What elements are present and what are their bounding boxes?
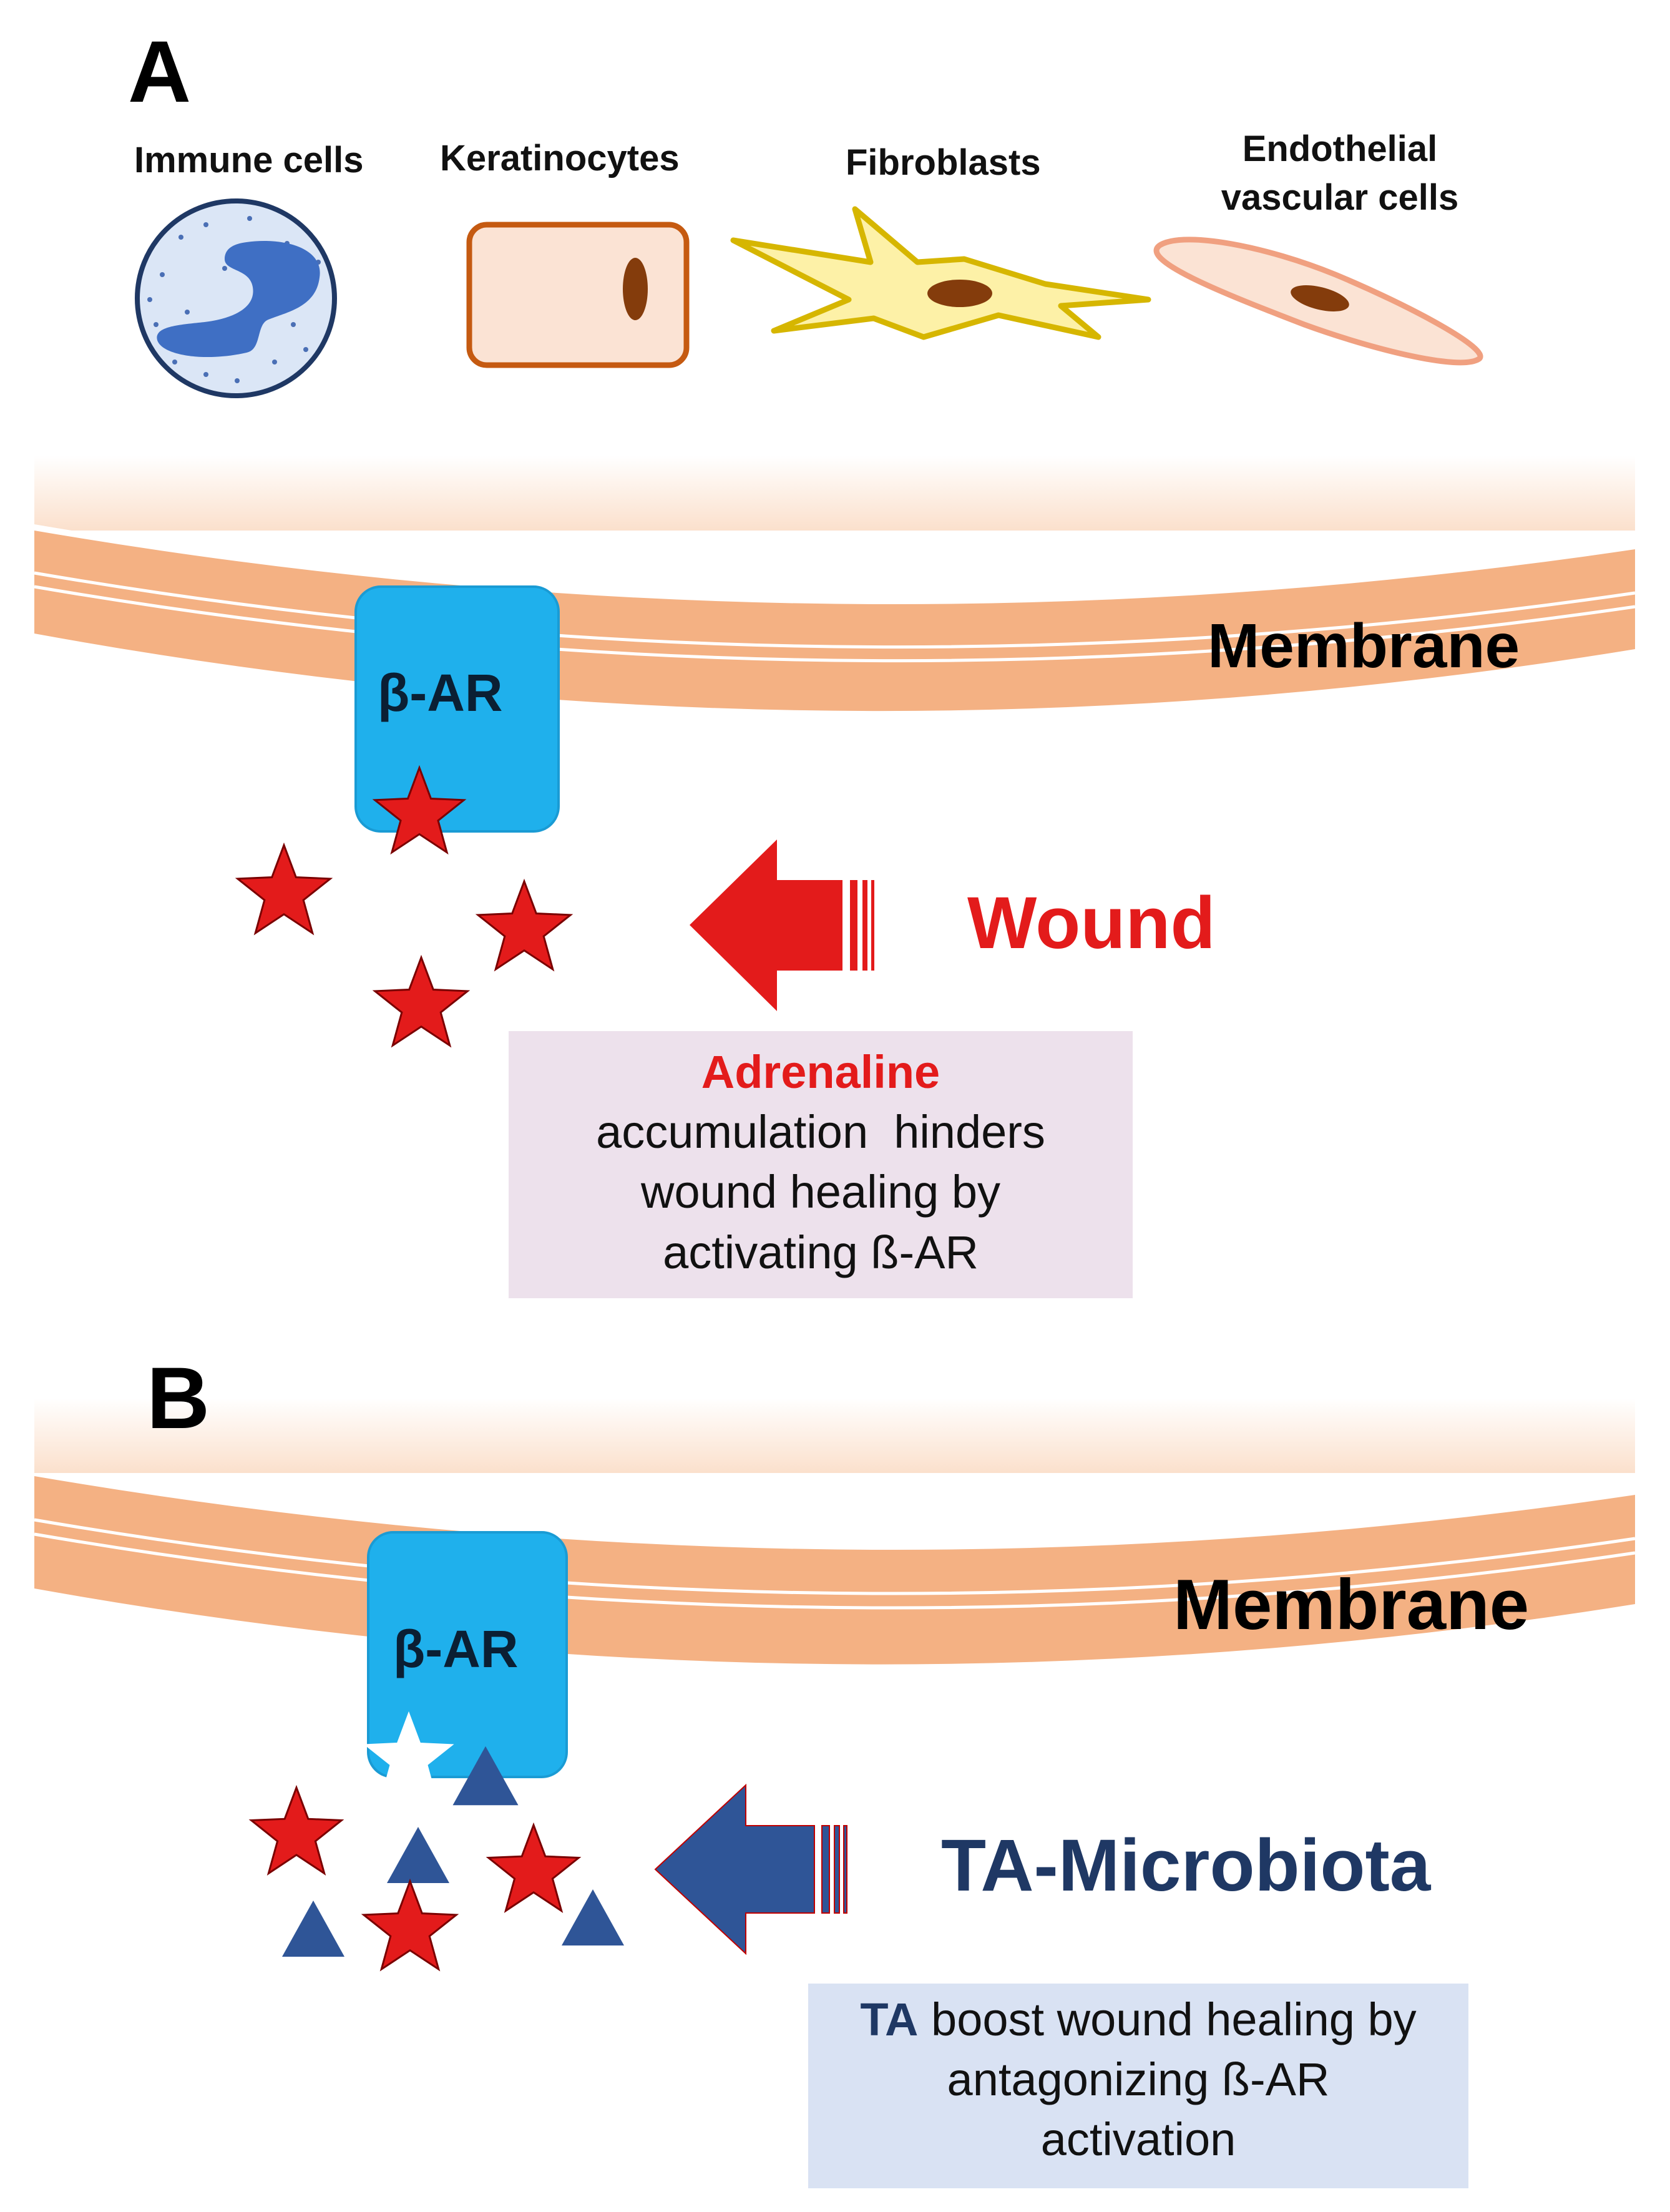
fibroblast-icon: [730, 206, 1151, 340]
explanation-b-line1-rest: boost wound healing by: [918, 1994, 1417, 2045]
beta-ar-receptor-a: [354, 585, 560, 833]
explanation-text-a: Adrenaline accumulation hinders wound he…: [509, 1042, 1133, 1283]
panel-label-b: B: [147, 1349, 210, 1447]
fibroblasts-label: Fibroblasts: [846, 142, 1041, 183]
explanation-a-line2: wound healing by: [641, 1166, 1000, 1218]
adrenaline-star-bound: [372, 765, 467, 855]
explanation-b-line3: activation: [1040, 2113, 1236, 2166]
endothelial-label-line2: vascular cells: [1221, 177, 1459, 218]
explanation-a-line3: activating ß-AR: [663, 1226, 979, 1278]
membrane-label-a: Membrane: [1208, 611, 1520, 681]
explanation-text-b: TA boost wound healing by antagonizing ß…: [808, 1990, 1468, 2170]
keratinocytes-label: Keratinocytes: [440, 138, 680, 179]
adrenaline-star: [486, 1822, 582, 1913]
ta-triangle-bound: [452, 1746, 519, 1806]
explanation-box-a: [509, 1031, 1133, 1298]
adrenaline-star: [361, 1878, 459, 1972]
ta-microbiota-label: TA-Microbiota: [941, 1824, 1431, 1907]
adrenaline-star: [475, 878, 574, 972]
explanation-box-b: [808, 1984, 1468, 2188]
receptor-label-b: β-AR: [393, 1620, 519, 1678]
ta-highlight: TA: [860, 1994, 919, 2045]
ta-triangle: [562, 1889, 624, 1945]
ta-triangle: [387, 1827, 449, 1883]
adrenaline-star: [235, 842, 333, 936]
endothelial-cell-icon: [1153, 237, 1483, 366]
displaced-star: [363, 1711, 454, 1798]
immune-cell-icon: [135, 198, 337, 398]
ta-triangle: [282, 1901, 344, 1957]
explanation-b-line1: TA boost wound healing by: [808, 1990, 1468, 2050]
wound-arrow: [690, 839, 874, 1011]
immune-cells-label: Immune cells: [134, 140, 364, 180]
receptor-label-a: β-AR: [378, 663, 503, 722]
membrane-label-b: Membrane: [1173, 1565, 1530, 1645]
explanation-a-line1: accumulation hinders: [596, 1106, 1045, 1158]
endothelial-label-line1: Endothelial: [1242, 129, 1438, 169]
keratinocyte-icon: [466, 222, 690, 368]
endothelial-cells-label: Endothelial vascular cells: [1193, 125, 1487, 223]
beta-ar-receptor-b: [367, 1531, 568, 1778]
panel-label-a: A: [128, 22, 192, 120]
adrenaline-star: [248, 1784, 344, 1876]
adrenaline-highlight: Adrenaline: [701, 1046, 940, 1098]
wound-label: Wound: [967, 882, 1216, 964]
ta-microbiota-arrow: [654, 1783, 847, 1955]
adrenaline-star: [372, 954, 471, 1048]
explanation-b-line2: antagonizing ß-AR: [947, 2053, 1330, 2106]
